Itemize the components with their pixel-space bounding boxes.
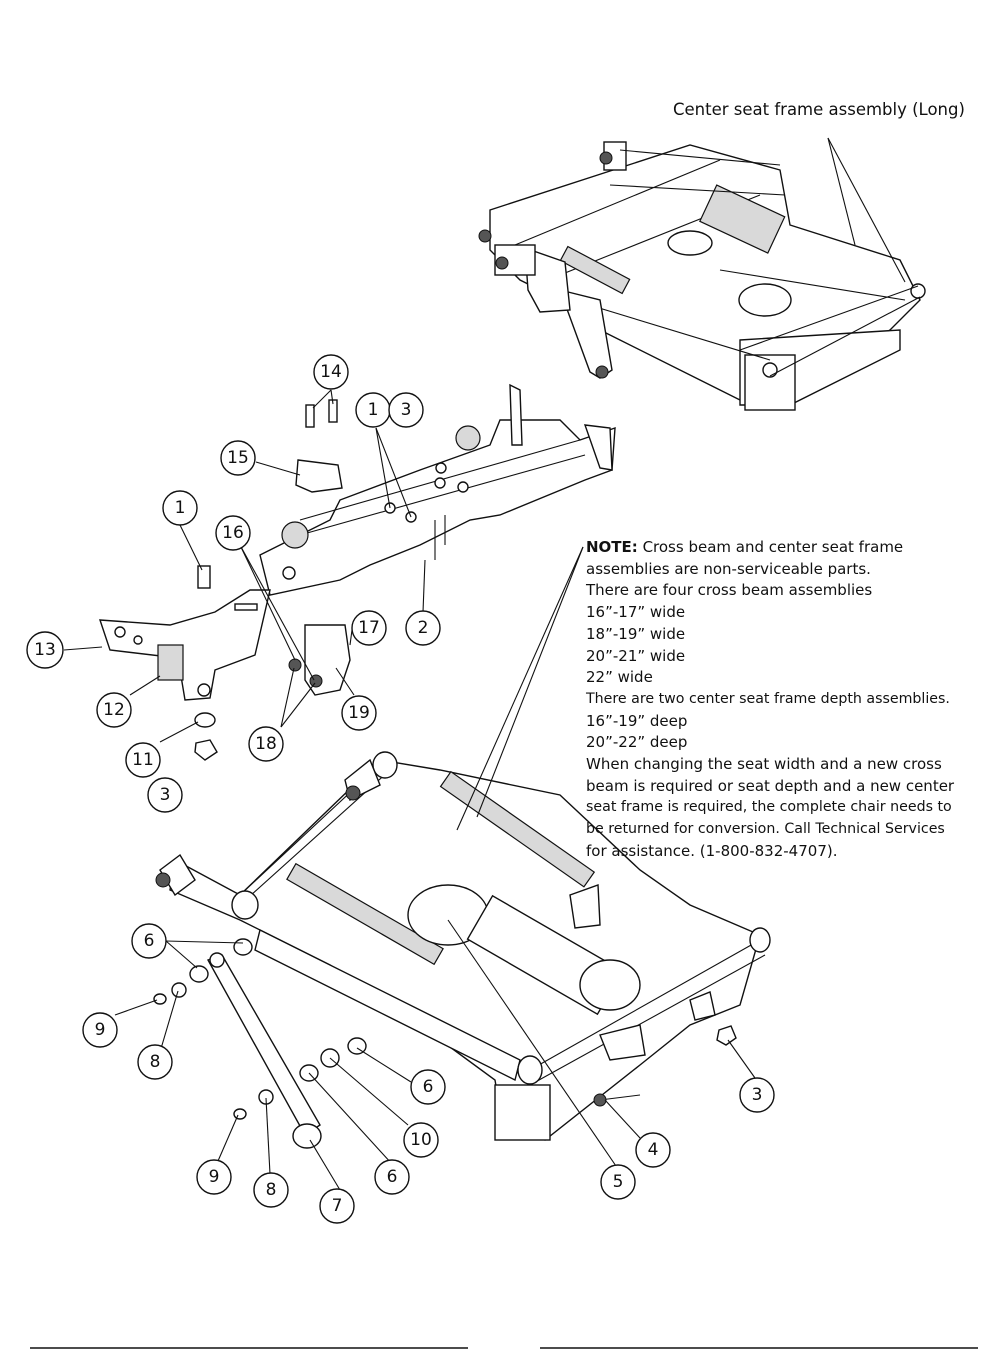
callout-label: 10 — [410, 1130, 432, 1150]
cross-beam-assembly — [259, 383, 616, 596]
note-line: 16”-17” wide — [586, 603, 686, 622]
callout-label: 16 — [222, 523, 244, 543]
note-line: assemblies are non-serviceable parts. — [586, 559, 871, 578]
assembly-callout-label: Center seat frame assembly (Long) — [673, 100, 965, 119]
side-bracket — [99, 589, 271, 701]
callout-bubble-1b: 1 — [162, 490, 198, 526]
note-line-1: NOTE: Cross beam and center seat frame — [586, 537, 986, 559]
callout-label: 9 — [209, 1167, 220, 1187]
callout-label: 18 — [255, 734, 277, 754]
callout-label: 1 — [175, 498, 186, 518]
callout-label: 11 — [132, 750, 154, 770]
callout-bubble-7: 7 — [319, 1188, 355, 1224]
note-line: seat frame is required, the complete cha… — [586, 799, 952, 816]
callout-label: 8 — [266, 1180, 277, 1200]
center-seat-frame-lower — [155, 751, 771, 1141]
callout-bubble-9b: 9 — [196, 1159, 232, 1195]
callout-bubble-16: 16 — [215, 515, 251, 551]
note-line: beam is required or seat depth and a new… — [586, 776, 955, 795]
note-line: There are four cross beam assemblies — [586, 581, 873, 600]
callout-label: 7 — [332, 1196, 343, 1216]
callout-bubble-2: 2 — [405, 610, 441, 646]
callout-bubble-3: 3 — [388, 392, 424, 428]
callout-label: 14 — [320, 362, 342, 382]
callout-label: 13 — [34, 640, 56, 660]
callout-bubble-1: 1 — [355, 392, 391, 428]
note-line: for assistance. (1-800-832-4707). — [586, 841, 838, 860]
callout-label: 9 — [95, 1020, 106, 1040]
callout-bubble-9a: 9 — [82, 1012, 118, 1048]
callout-label: 19 — [348, 703, 370, 723]
callout-bubble-8a: 8 — [137, 1044, 173, 1080]
callout-bubble-6b: 6 — [410, 1069, 446, 1105]
nut-3-lower — [716, 1025, 737, 1046]
callout-label: 3 — [752, 1085, 763, 1105]
callout-bubble-8b: 8 — [253, 1172, 289, 1208]
leader-line — [827, 137, 906, 283]
callout-bubble-19: 19 — [341, 695, 377, 731]
callout-label: 8 — [150, 1052, 161, 1072]
callout-bubble-5: 5 — [600, 1164, 636, 1200]
callout-bubble-11: 11 — [125, 742, 161, 778]
note-line: be returned for conversion. Call Technic… — [586, 821, 945, 838]
note-line: 20”-21” wide — [586, 646, 686, 665]
callout-bubble-17: 17 — [351, 610, 387, 646]
clip-9a — [153, 993, 167, 1005]
clamp-15 — [295, 459, 343, 493]
callout-bubble-3b: 3 — [147, 777, 183, 813]
callout-bubble-4: 4 — [635, 1132, 671, 1168]
washer-8a — [171, 982, 187, 998]
callout-label: 2 — [418, 618, 429, 638]
note-lead: NOTE: — [586, 538, 638, 556]
washer-6c — [347, 1037, 367, 1055]
bolts-14 — [305, 399, 338, 428]
callout-label: 5 — [613, 1172, 624, 1192]
center-seat-frame-assembly-long — [478, 141, 926, 411]
callout-label: 6 — [387, 1167, 398, 1187]
washer-6a — [233, 938, 253, 956]
note-line: There are two center seat frame depth as… — [586, 690, 950, 707]
note-line: When changing the seat width and a new c… — [586, 755, 942, 774]
leader-lines — [63, 389, 756, 1191]
washer-11 — [194, 712, 216, 728]
note-line: 18”-19” wide — [586, 624, 686, 643]
callout-bubble-10: 10 — [403, 1122, 439, 1158]
note-line: 22” wide — [586, 668, 653, 687]
callout-label: 15 — [227, 448, 249, 468]
bolt-1 — [197, 565, 211, 589]
callout-label: 6 — [144, 931, 155, 951]
callout-bubble-12: 12 — [96, 692, 132, 728]
callout-bubble-15: 15 — [220, 440, 256, 476]
nut-3 — [194, 739, 218, 761]
note-block: NOTE: Cross beam and center seat frame a… — [586, 537, 986, 863]
callout-bubble-18: 18 — [248, 726, 284, 762]
callout-bubble-14: 14 — [313, 354, 349, 390]
callout-label: 3 — [160, 785, 171, 805]
callout-label: 17 — [358, 618, 380, 638]
callout-bubble-13: 13 — [26, 631, 64, 669]
callout-label: 12 — [103, 700, 125, 720]
clip-9b — [233, 1108, 247, 1120]
callout-label: 6 — [423, 1077, 434, 1097]
note-text: Cross beam and center seat frame — [637, 538, 904, 556]
link-arm-7 — [206, 952, 322, 1149]
callout-bubble-6a: 6 — [131, 923, 167, 959]
note-line: 16”-19” deep — [586, 711, 688, 730]
leader-line — [827, 137, 856, 246]
callout-label: 3 — [401, 400, 412, 420]
callout-bubble-3c: 3 — [739, 1077, 775, 1113]
note-line: 20”-22” deep — [586, 733, 688, 752]
callout-bubble-6c: 6 — [374, 1159, 410, 1195]
clamp-block-19 — [288, 624, 351, 696]
callout-label: 4 — [648, 1140, 659, 1160]
washer-6b — [189, 965, 209, 983]
callout-label: 1 — [368, 400, 379, 420]
